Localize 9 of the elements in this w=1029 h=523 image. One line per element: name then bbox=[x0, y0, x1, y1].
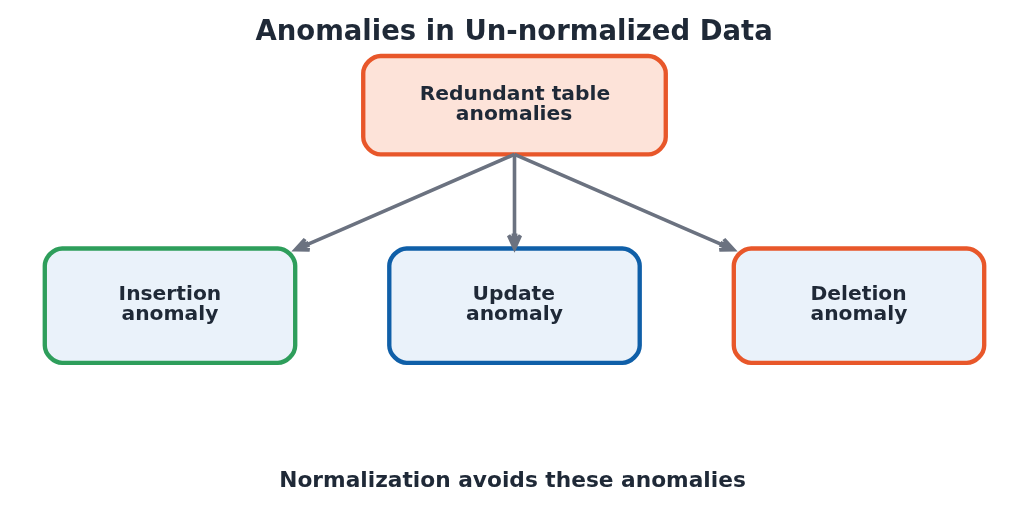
arrow bbox=[513, 152, 736, 252]
arrow bbox=[293, 152, 516, 252]
diagram-title: Anomalies in Un-normalized Data bbox=[255, 14, 773, 47]
caption: Normalization avoids these anomalies bbox=[279, 466, 746, 492]
arrow bbox=[506, 154, 523, 251]
node-box: Update anomaly bbox=[387, 246, 642, 365]
node-box: Deletion anomaly bbox=[731, 246, 987, 365]
node-box: Redundant table anomalies bbox=[361, 53, 668, 157]
node-box: Insertion anomaly bbox=[42, 246, 298, 365]
